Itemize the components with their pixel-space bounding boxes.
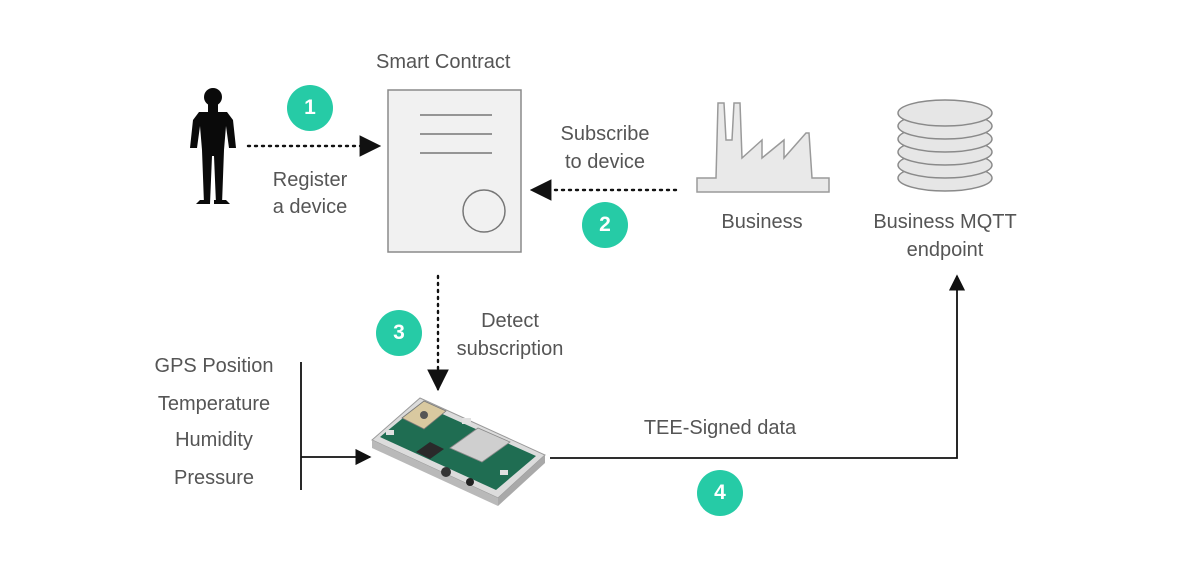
document-icon	[387, 89, 522, 253]
sensor-input-humidity: Humidity	[175, 429, 253, 451]
step-1-badge: 1	[287, 85, 333, 131]
step-3-badge: 3	[376, 310, 422, 356]
sensor-input-gps: GPS Position	[154, 355, 274, 377]
person-silhouette-icon	[190, 88, 236, 204]
business-label: Business	[721, 211, 803, 233]
register-label-line-2: a device	[272, 196, 348, 218]
detect-label-line-2: subscription	[456, 338, 564, 360]
sensor-input-temperature: Temperature	[157, 393, 271, 415]
factory-icon	[696, 102, 830, 193]
detect-label-line-1: Detect	[481, 310, 539, 332]
step-2-badge: 2	[582, 202, 628, 248]
sensor-input-pressure: Pressure	[173, 467, 255, 489]
mqtt-label-line-2: endpoint	[906, 239, 984, 261]
subscribe-label-line-2: to device	[564, 151, 646, 173]
subscribe-label-line-1: Subscribe	[560, 123, 650, 145]
tee-data-arrow	[550, 274, 966, 459]
step-4-badge: 4	[697, 470, 743, 516]
register-label-line-1: Register	[272, 169, 348, 191]
database-icon	[897, 99, 993, 192]
tee-signed-data-label: TEE-Signed data	[643, 417, 797, 439]
circuit-board-icon	[371, 397, 546, 506]
smart-contract-title: Smart Contract	[376, 51, 511, 73]
mqtt-label-line-1: Business MQTT	[873, 211, 1017, 233]
